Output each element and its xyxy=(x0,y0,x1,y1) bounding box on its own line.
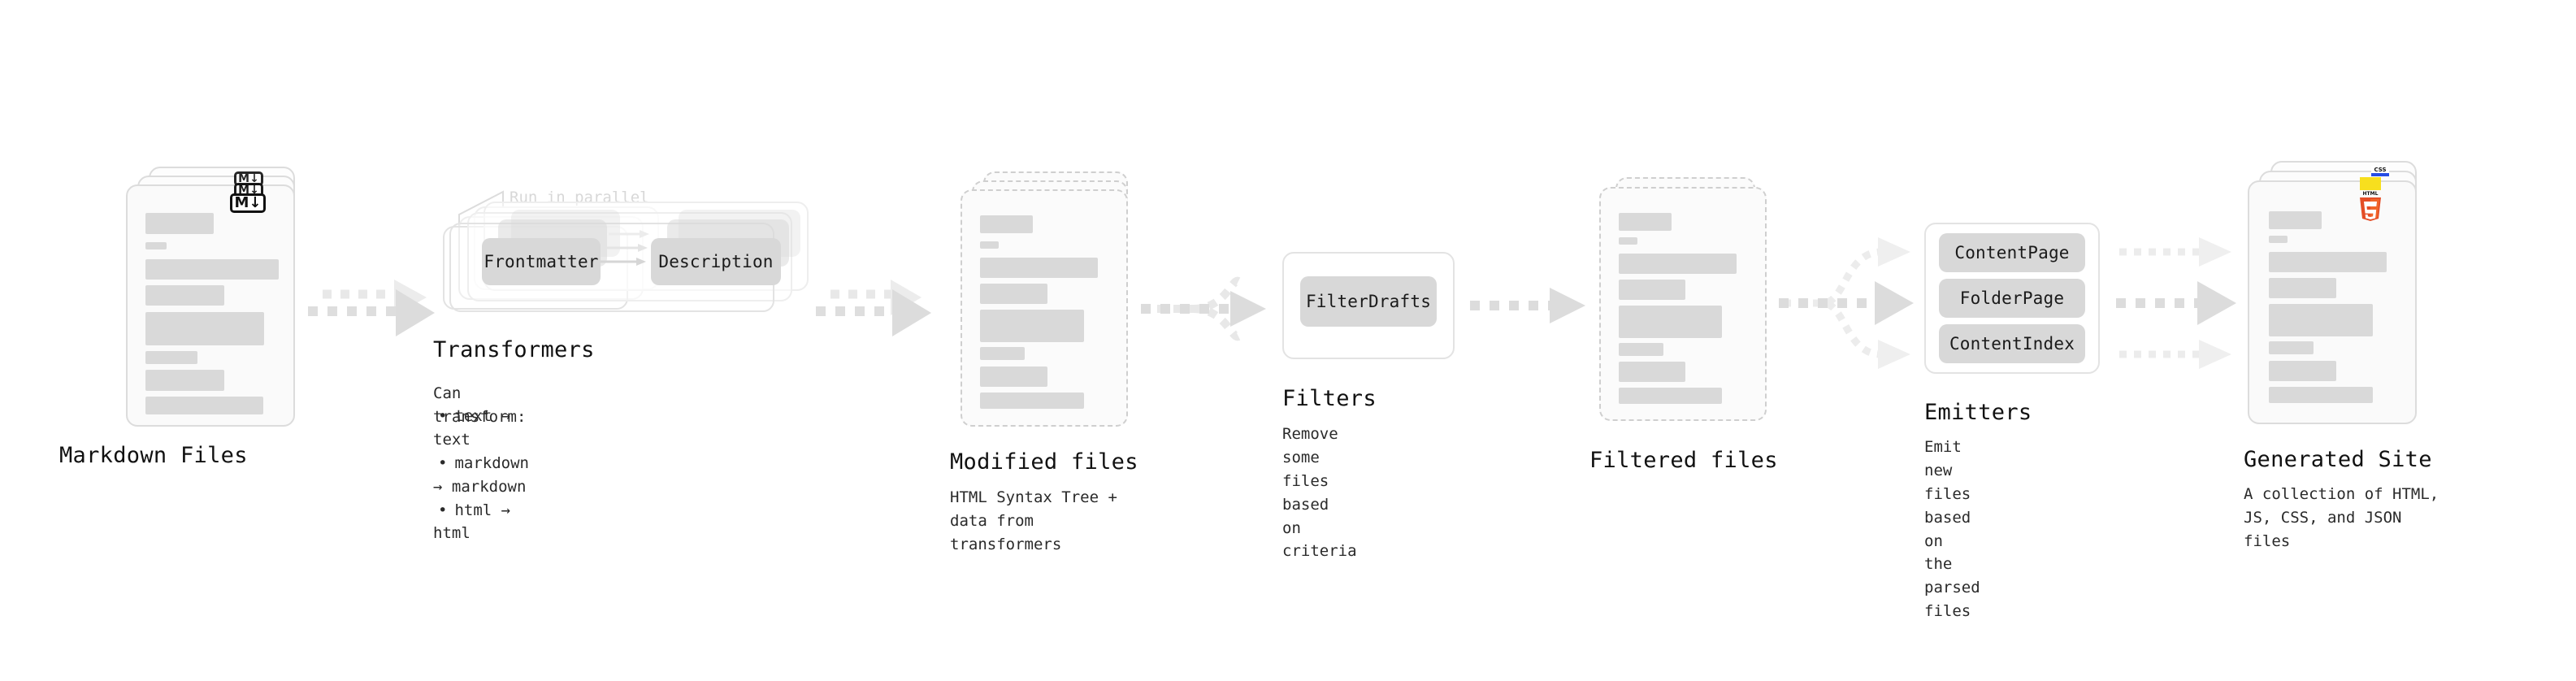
markdown-icon: M↓ xyxy=(230,193,266,213)
emitter-chip-contentpage[interactable]: ContentPage xyxy=(1939,233,2085,272)
transformers-bullet: text → text xyxy=(433,405,529,452)
site-card-front-html xyxy=(2248,180,2417,424)
stage-generated-site: CSS HTML Generated Site A collection of … xyxy=(2244,161,2443,550)
stage-filtered-files: Filtered files xyxy=(1589,177,1786,473)
markdown-card-stack: M↓ M↓ M↓ xyxy=(126,167,313,427)
markdown-icon-glyph: M↓ xyxy=(234,194,262,211)
html5-icon: HTML xyxy=(2360,191,2381,221)
css3-icon: CSS xyxy=(2371,166,2389,176)
transformer-chip-description[interactable]: Description xyxy=(651,238,781,285)
markdown-card-front xyxy=(126,184,295,427)
emitter-chip-contentindex[interactable]: ContentIndex xyxy=(1939,324,2085,363)
stage-title-modified-files: Modified files xyxy=(950,449,1138,475)
stage-title-transformers: Transformers xyxy=(433,337,595,362)
transformer-chip-frontmatter[interactable]: Frontmatter xyxy=(482,238,601,285)
markdown-icon-glyph: M↓ xyxy=(238,184,259,197)
generated-site-subtitle: A collection of HTML, JS, CSS, and JSON … xyxy=(2244,485,2439,550)
stage-title-markdown-files: Markdown Files xyxy=(59,443,248,468)
svg-text:HTML: HTML xyxy=(2363,191,2379,197)
stage-title-filters: Filters xyxy=(1282,386,1377,411)
css3-icon-label: CSS xyxy=(2374,167,2387,173)
arrow-modified-to-filters xyxy=(1141,276,1266,341)
stage-title-generated-site: Generated Site xyxy=(2244,447,2432,472)
js-icon xyxy=(2360,177,2381,190)
transformer-inner-arrows xyxy=(601,230,649,266)
filters-group xyxy=(1282,252,1455,359)
transformers-bullet-list: text → text markdown → markdown html → h… xyxy=(433,405,529,545)
emitters-group xyxy=(1924,223,2100,374)
markdown-icon-glyph: M↓ xyxy=(238,172,259,185)
transformers-bullet: markdown → markdown xyxy=(433,452,529,499)
emitters-subtitle: Emit new files based on the parsed files xyxy=(1924,438,1980,621)
modified-files-subtitle: HTML Syntax Tree + data from transformer… xyxy=(950,488,1117,553)
arrow-emitters-to-site xyxy=(2116,237,2236,369)
stage-modified-files: Modified files HTML Syntax Tree + data f… xyxy=(950,167,1147,553)
arrow-filters-to-filtered xyxy=(1470,288,1585,323)
modified-card-front xyxy=(961,189,1128,427)
stage-markdown-files: M↓ M↓ M↓ Markdown Files xyxy=(59,167,313,468)
filtered-card-front xyxy=(1599,187,1767,421)
stage-title-emitters: Emitters xyxy=(1924,400,2032,425)
stage-title-filtered-files: Filtered files xyxy=(1589,448,1778,473)
site-card-stack: CSS HTML xyxy=(2248,161,2443,429)
arrow-markdown-to-transformers xyxy=(308,280,435,336)
emitter-chip-folderpage[interactable]: FolderPage xyxy=(1939,279,2085,318)
filtered-card-stack xyxy=(1599,177,1786,437)
arrow-transformers-to-modified xyxy=(816,280,931,336)
modified-card-stack xyxy=(961,167,1147,435)
filter-chip-filterdrafts[interactable]: FilterDrafts xyxy=(1300,276,1437,327)
transformers-bullet: html → html xyxy=(433,499,529,546)
arrow-filtered-to-emitters xyxy=(1779,237,1914,369)
filters-subtitle: Remove some files based on criteria xyxy=(1282,425,1357,561)
